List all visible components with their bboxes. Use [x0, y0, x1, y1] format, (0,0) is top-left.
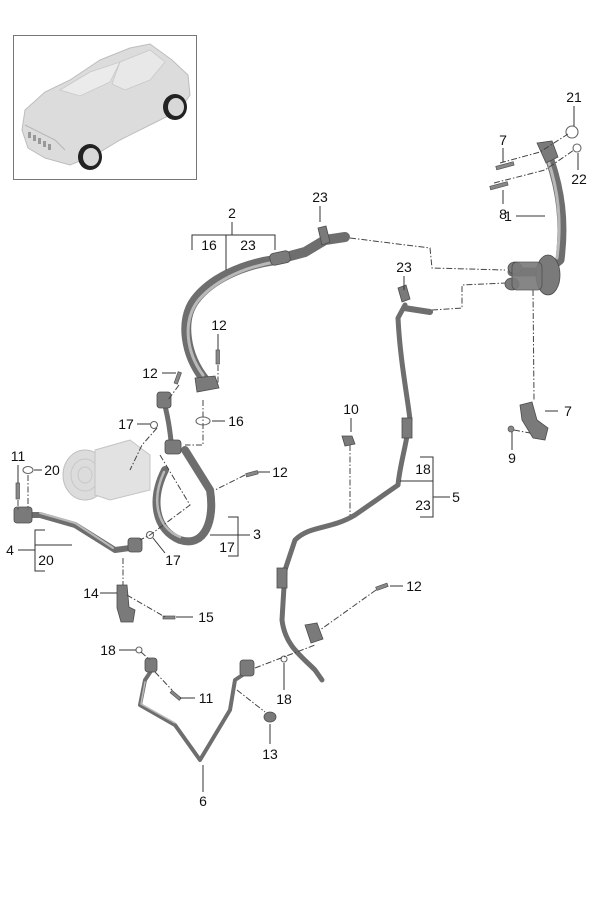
part-22-o-ring[interactable] [572, 143, 582, 153]
assembly-lines [17, 133, 575, 713]
part-20-o-ring[interactable] [22, 465, 34, 475]
callout-16[interactable]: 16 [228, 413, 244, 429]
part-12-bolt-d[interactable] [375, 582, 389, 591]
part-5-line[interactable] [276, 284, 433, 683]
callout-20[interactable]: 20 [44, 462, 60, 478]
callout-14[interactable]: 14 [83, 585, 99, 601]
callout-13[interactable]: 13 [262, 746, 278, 762]
part-15-bolt[interactable] [162, 615, 176, 620]
part-11-bolt-upper[interactable] [15, 482, 20, 500]
car-illustration [21, 43, 191, 170]
vehicle-thumbnail[interactable] [13, 35, 197, 180]
part-4-line[interactable] [13, 506, 143, 553]
callout-11-upper[interactable]: 11 [11, 448, 26, 464]
callout-12-a[interactable]: 12 [211, 317, 227, 333]
part-12-bolt-b[interactable] [173, 371, 182, 385]
part-7-bolt-lower[interactable] [489, 181, 509, 191]
part-1-evaporator-line[interactable] [504, 140, 567, 296]
callout-18-left[interactable]: 18 [100, 642, 116, 658]
callout-5[interactable]: 5 [452, 489, 460, 505]
callout-2-sub-23[interactable]: 23 [240, 237, 256, 253]
callout-23-upper[interactable]: 23 [312, 189, 328, 205]
part-9-nut[interactable] [507, 425, 515, 433]
part-21-o-ring[interactable] [565, 125, 579, 139]
callout-17-lower[interactable]: 17 [165, 552, 181, 568]
part-10-clip[interactable] [341, 435, 356, 447]
part-3-hose[interactable] [152, 391, 216, 546]
callout-18-right[interactable]: 18 [276, 691, 292, 707]
callout-15[interactable]: 15 [198, 609, 214, 625]
part-6-line[interactable] [138, 657, 255, 762]
callout-11-lower[interactable]: 11 [199, 690, 214, 706]
part-13-nut[interactable] [263, 711, 277, 723]
callout-5-sub-18[interactable]: 18 [415, 461, 431, 477]
callout-21[interactable]: 21 [566, 89, 582, 105]
part-7-bolt-upper[interactable] [495, 161, 515, 171]
compressor[interactable] [62, 439, 151, 501]
callout-4-sub-20[interactable]: 20 [38, 552, 54, 568]
part-14-bracket[interactable] [116, 584, 136, 623]
callout-12-c[interactable]: 12 [272, 464, 288, 480]
callout-17-upper[interactable]: 17 [118, 416, 134, 432]
callout-12-d[interactable]: 12 [406, 578, 422, 594]
callout-labels: 2 16 23 23 23 1 7 8 21 22 12 12 16 17 12… [6, 89, 587, 809]
callout-9[interactable]: 9 [508, 450, 516, 466]
callout-22[interactable]: 22 [571, 171, 587, 187]
part-11-bolt-lower[interactable] [169, 689, 182, 701]
part-8-bracket[interactable] [519, 401, 549, 441]
leader-lines [17, 106, 579, 792]
callout-3[interactable]: 3 [253, 526, 261, 542]
callout-23-lower[interactable]: 23 [396, 259, 412, 275]
part-12-bolt-c[interactable] [245, 470, 259, 478]
part-18-o-ring-right[interactable] [280, 655, 288, 663]
callout-2-sub-16[interactable]: 16 [201, 237, 217, 253]
part-17-o-ring-upper[interactable] [149, 420, 159, 430]
callout-1[interactable]: 1 [504, 208, 512, 224]
callout-8[interactable]: 7 [564, 403, 572, 419]
callout-12-b[interactable]: 12 [142, 365, 158, 381]
callout-2[interactable]: 2 [228, 205, 236, 221]
callout-7-lower[interactable]: 8 [499, 206, 507, 222]
callout-5-sub-23[interactable]: 23 [415, 497, 431, 513]
callout-10[interactable]: 10 [343, 401, 359, 417]
callout-3-sub-17[interactable]: 17 [219, 539, 235, 555]
callout-7-upper[interactable]: 7 [499, 132, 507, 148]
part-12-bolt-a[interactable] [215, 349, 220, 365]
part-17-o-ring-lower[interactable] [145, 530, 155, 540]
callout-6[interactable]: 6 [199, 793, 207, 809]
callout-4[interactable]: 4 [6, 542, 14, 558]
part-2-hose[interactable] [181, 225, 350, 393]
